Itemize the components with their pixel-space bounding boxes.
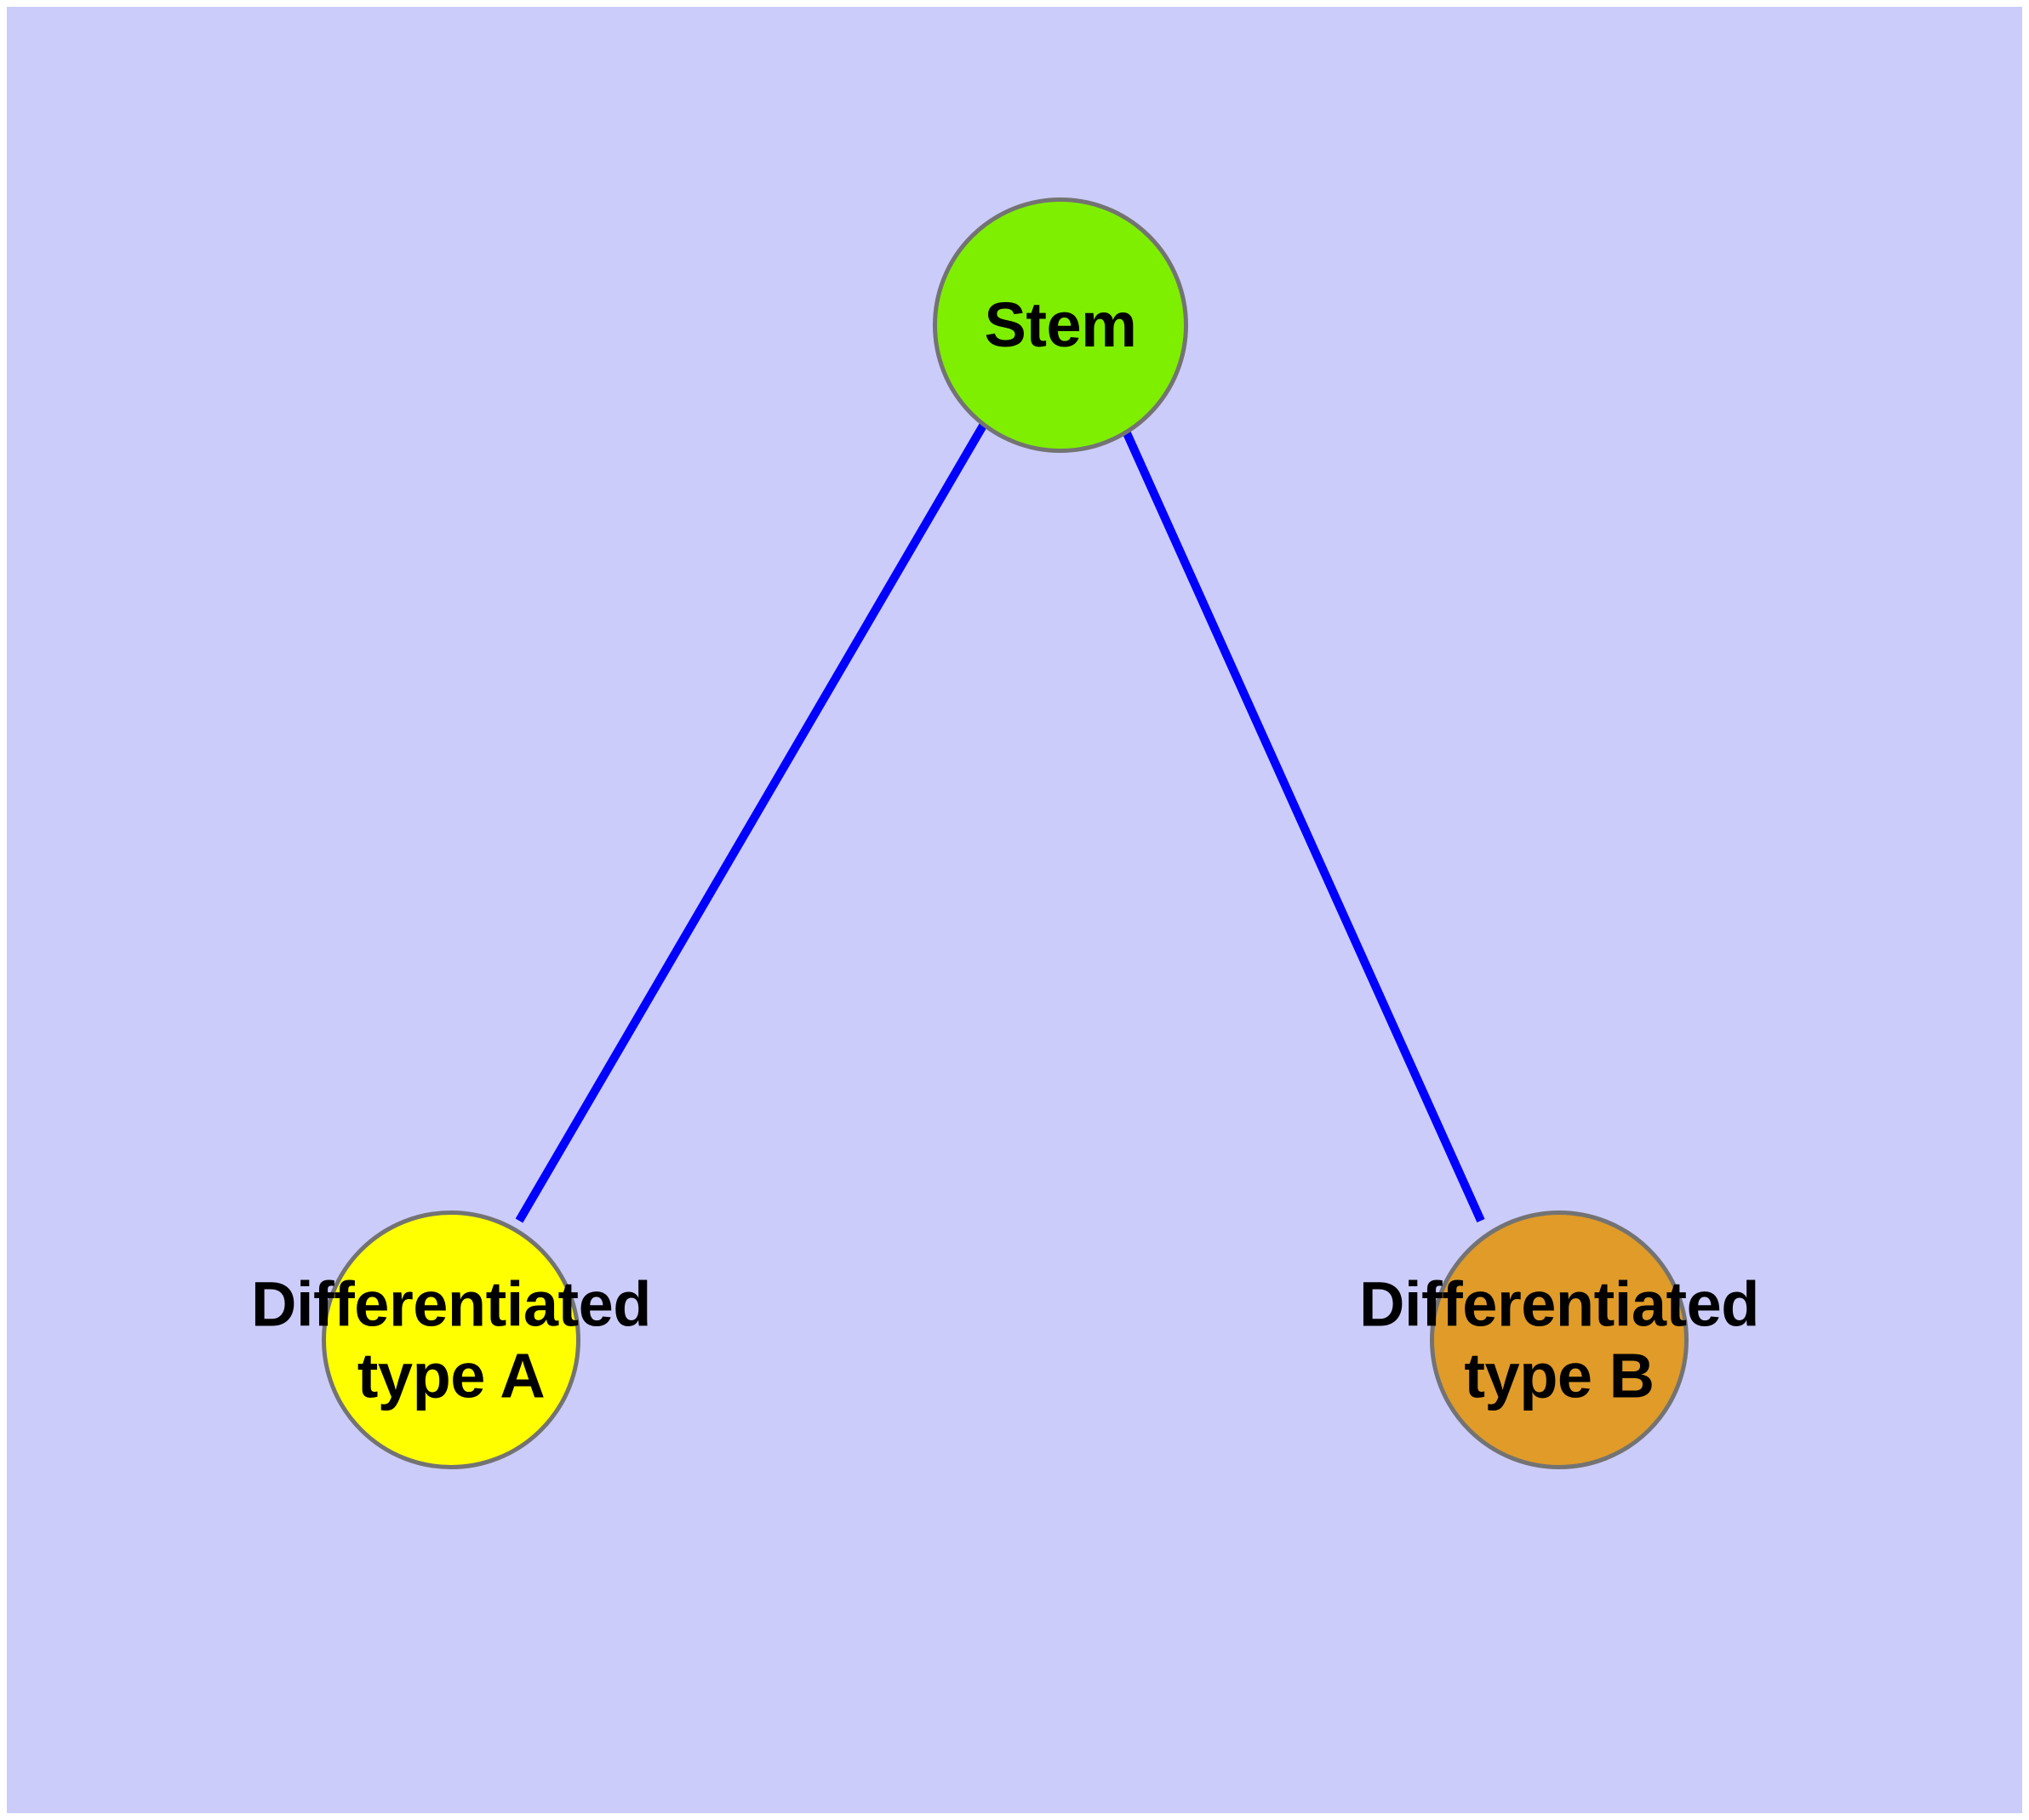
graph-node-stem[interactable] — [933, 197, 1188, 453]
graph-plot-area: Stem Differentiated type A Differentiate… — [7, 7, 2022, 1813]
edge-stem-to-differentiated-type-b — [1119, 423, 1485, 1223]
graph-node-differentiated-type-a[interactable] — [322, 1210, 580, 1469]
edge-stem-to-differentiated-type-a — [515, 423, 987, 1223]
graph-node-differentiated-type-b[interactable] — [1430, 1210, 1689, 1469]
